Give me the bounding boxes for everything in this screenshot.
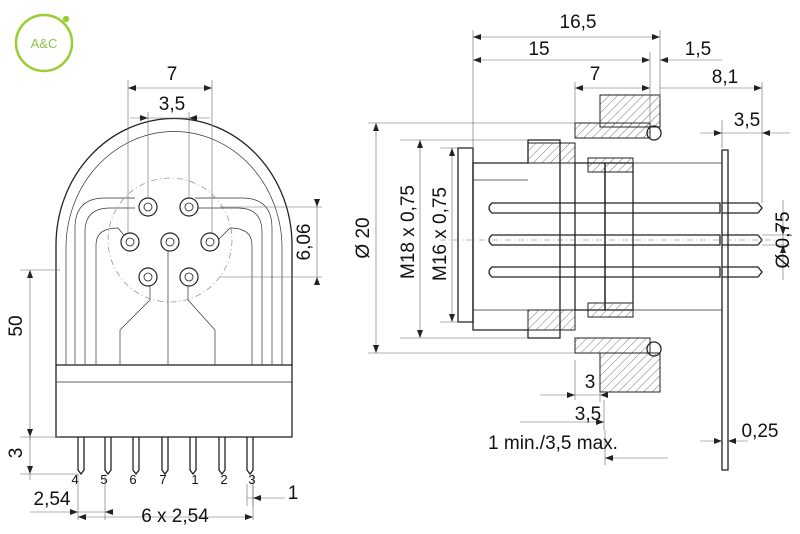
dim-15: 15 [528, 39, 549, 60]
dim-m18: M18 x 0,75 [398, 185, 419, 279]
dim-50: 50 [6, 315, 27, 336]
pin-label: 6 [129, 472, 136, 487]
dim-3-side: 3 [585, 372, 596, 393]
logo: A&C [14, 13, 74, 73]
dim-3: 3 [6, 448, 27, 459]
pin-label: 4 [71, 472, 78, 487]
dim-m16: M16 x 0,75 [430, 187, 451, 281]
dim-7-side: 7 [590, 64, 601, 85]
dim-3-5: 3,5 [159, 94, 185, 115]
pin-holes [120, 197, 220, 287]
pin-label: 2 [220, 472, 227, 487]
dim-6-06: 6,06 [294, 224, 315, 261]
pin-label: 1 [191, 472, 198, 487]
pin-label: 3 [248, 472, 255, 487]
dim-3-5-nut: 3,5 [575, 404, 601, 425]
pin-labels: 4 5 6 7 1 2 3 [71, 472, 255, 487]
dim-2-54: 2,54 [34, 489, 71, 510]
dim-d0-75: Ø 0,75 [773, 211, 794, 268]
pin-leads [77, 437, 254, 476]
dim-7: 7 [167, 64, 178, 85]
dim-3-5-tail: 3,5 [734, 110, 760, 131]
side-view: 16,5 15 1,5 7 8,1 3,5 Ø 20 [353, 12, 794, 471]
dim-1-5: 1,5 [685, 39, 711, 60]
dim-panel-thickness: 1 min./3,5 max. [488, 433, 618, 454]
dim-16-5: 16,5 [560, 12, 597, 33]
dim-8-1: 8,1 [712, 67, 738, 88]
pin-label: 5 [100, 472, 107, 487]
dim-d20: Ø 20 [353, 217, 374, 258]
dim-0-25: 0,25 [742, 421, 779, 442]
dim-6x2-54: 6 x 2,54 [141, 506, 209, 527]
pin-label: 7 [159, 472, 166, 487]
front-view: 4 5 6 7 1 2 3 7 3,5 6,06 [6, 64, 322, 527]
logo-text: A&C [31, 36, 58, 51]
dim-1: 1 [288, 483, 299, 504]
